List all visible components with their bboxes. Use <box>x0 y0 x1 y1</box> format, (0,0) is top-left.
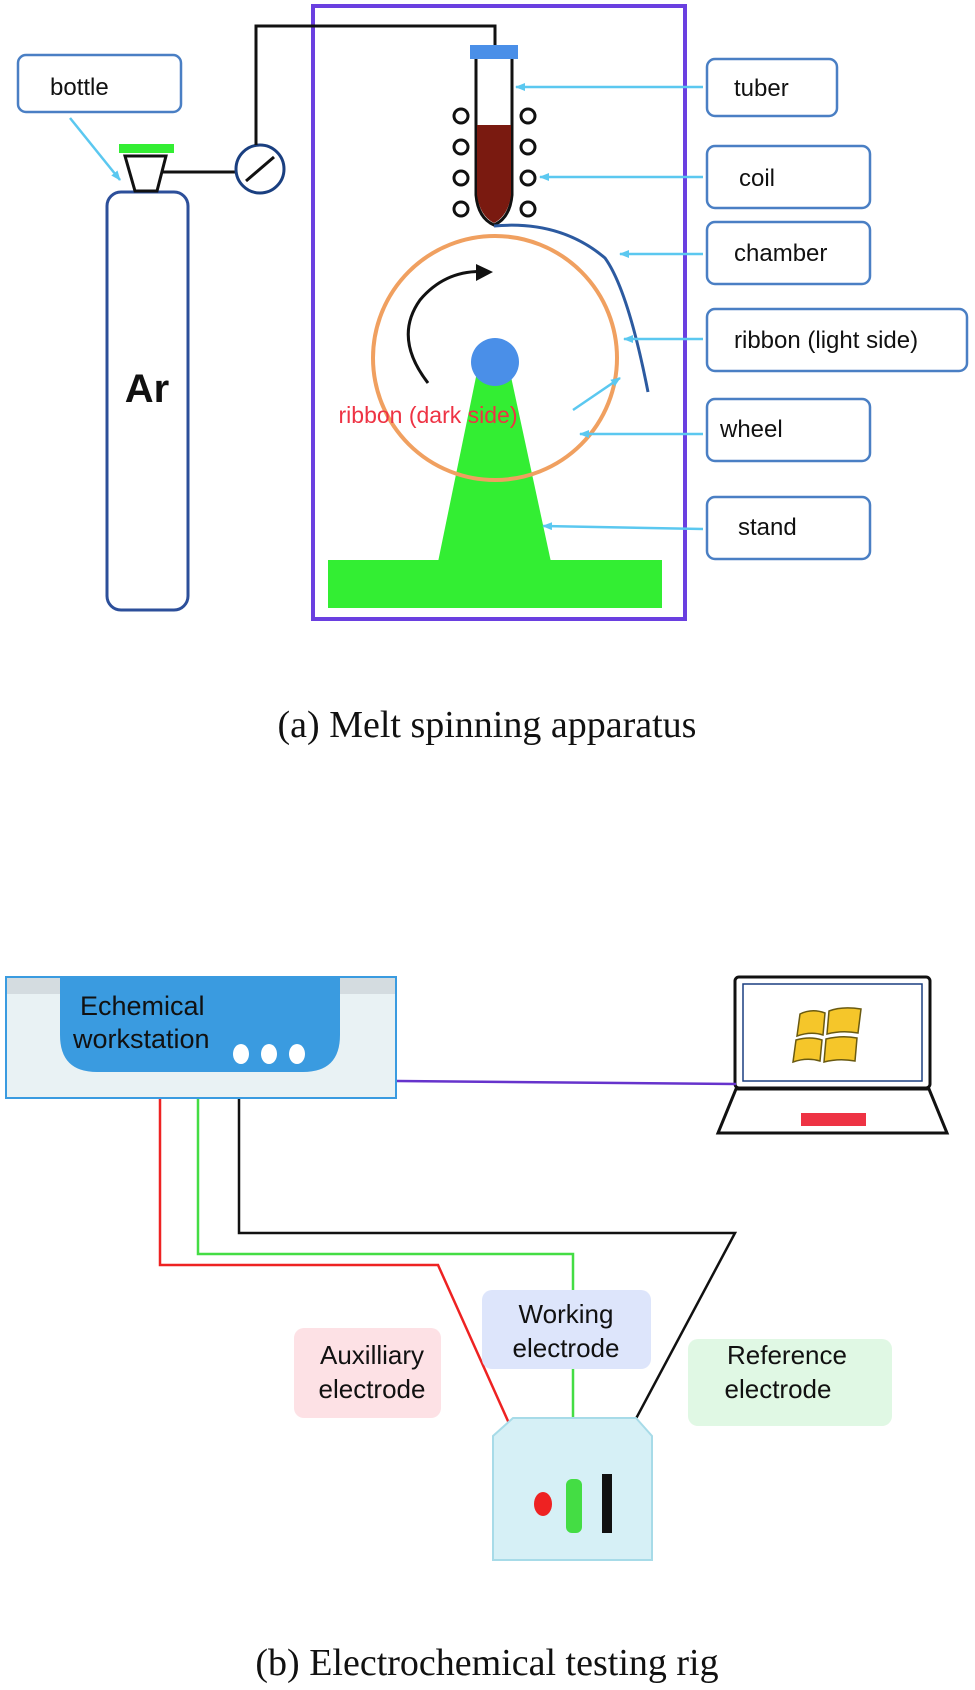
wheel-label: ribbon (dark side) <box>339 402 518 428</box>
reference-label-line2: electrode <box>725 1374 832 1404</box>
workstation-label-line1: Echemical <box>80 991 205 1021</box>
working-label-line2: electrode <box>513 1333 620 1363</box>
callout-chamber: chamber <box>734 240 827 267</box>
gauge-needle <box>245 155 275 183</box>
caption-b: (b) Electrochemical testing rig <box>255 1642 718 1684</box>
workstation-indicator-dots <box>233 1044 305 1064</box>
molten-alloy <box>477 125 511 223</box>
callout-box-chamber <box>705 220 872 286</box>
callout-coil: coil <box>739 165 775 192</box>
caption-a: (a) Melt spinning apparatus <box>278 704 697 746</box>
working-label-box <box>482 1290 651 1369</box>
working-label-line1: Working <box>519 1299 614 1329</box>
arrow-bottle <box>69 117 121 181</box>
cylinder-valve <box>123 154 168 193</box>
reference-wire <box>237 1099 738 1474</box>
workstation-label-line2: workstation <box>72 1024 210 1054</box>
ribbon <box>493 223 650 393</box>
rotation-arrow <box>406 270 490 384</box>
callout-bottle: bottle <box>50 74 109 101</box>
auxiliary-label-line2: electrode <box>319 1374 426 1404</box>
callout-box-ribbon-light <box>705 307 969 373</box>
reference-label-line1: Reference <box>727 1340 847 1370</box>
stand-base <box>328 560 662 608</box>
cylinder-label: Ar <box>125 367 169 411</box>
callout-box-wheel <box>705 397 872 463</box>
electrochemical-rig-diagram: Echemical workstation Auxilliary <box>5 975 950 1684</box>
callout-stand: stand <box>738 514 797 541</box>
callout-box-bottle <box>16 53 183 114</box>
reference-electrode <box>602 1474 612 1533</box>
callout-tuber: tuber <box>734 75 789 102</box>
auxiliary-wire <box>158 1099 540 1489</box>
laptop-base <box>715 1087 950 1135</box>
stand-column <box>438 372 551 562</box>
gas-line-upper <box>254 24 497 145</box>
laptop-touchpad <box>801 1113 866 1126</box>
callout-ribbon-light: ribbon (light side) <box>734 327 918 354</box>
working-electrode <box>566 1479 582 1533</box>
wheel-hub <box>471 338 519 386</box>
reference-label-box <box>688 1339 892 1426</box>
callout-arrows <box>69 83 704 531</box>
auxiliary-label-line1: Auxilliary <box>320 1340 424 1370</box>
valve-cap <box>119 144 174 153</box>
callout-box-coil <box>705 144 872 210</box>
callout-box-stand <box>705 495 872 561</box>
melt-spinning-diagram: Ar ribbon (dark side) bottle <box>16 4 969 746</box>
callout-wheel: wheel <box>719 416 783 443</box>
windows-logo-icon <box>792 1007 862 1064</box>
auxiliary-electrode <box>534 1492 552 1516</box>
chamber-frame <box>311 4 687 621</box>
arrow-ribbon-dark <box>572 376 621 412</box>
copper-wheel <box>371 234 619 482</box>
tube-cap <box>470 45 518 59</box>
arrow-stand <box>542 522 704 531</box>
rotation-arrowhead <box>476 264 493 281</box>
induction-coil <box>452 107 537 218</box>
callout-box-tuber <box>705 57 839 118</box>
data-cable <box>396 1079 737 1086</box>
auxiliary-label-box <box>294 1328 441 1418</box>
